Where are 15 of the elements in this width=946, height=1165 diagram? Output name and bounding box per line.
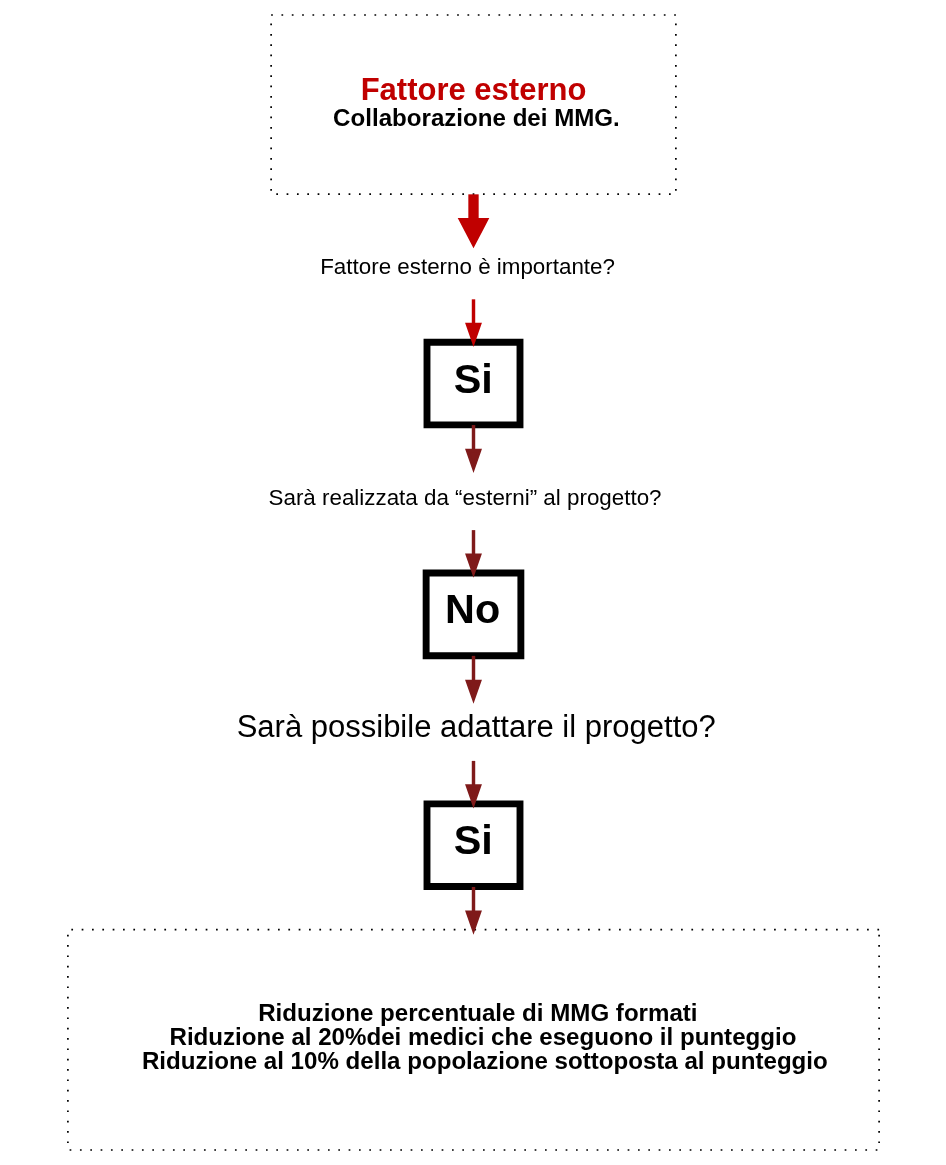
arrow [464, 760, 482, 809]
arrow [464, 425, 482, 473]
node-box: No [422, 569, 524, 660]
arrow [464, 655, 482, 704]
node-text: Sarà possibile adattare il progetto? [236, 709, 716, 745]
node-box: Fattore esterno Collaborazione dei MMG. [269, 14, 677, 195]
node-box: Si [423, 800, 523, 890]
node-text: Sarà realizzata da “esterni” al progetto? [268, 484, 662, 510]
node-text: Fattore esterno è importante? [319, 254, 615, 280]
arrow [464, 886, 482, 935]
node-box: Riduzione percentuale di MMG formati Riduzione al 20%dei medici che eseguono il punteggio Riduzione al 10% della popolazione sottoposta al punteggio [66, 928, 880, 1151]
arrow [457, 194, 489, 249]
arrow [464, 530, 482, 578]
node-box: Si [423, 338, 523, 429]
arrow [464, 299, 482, 347]
